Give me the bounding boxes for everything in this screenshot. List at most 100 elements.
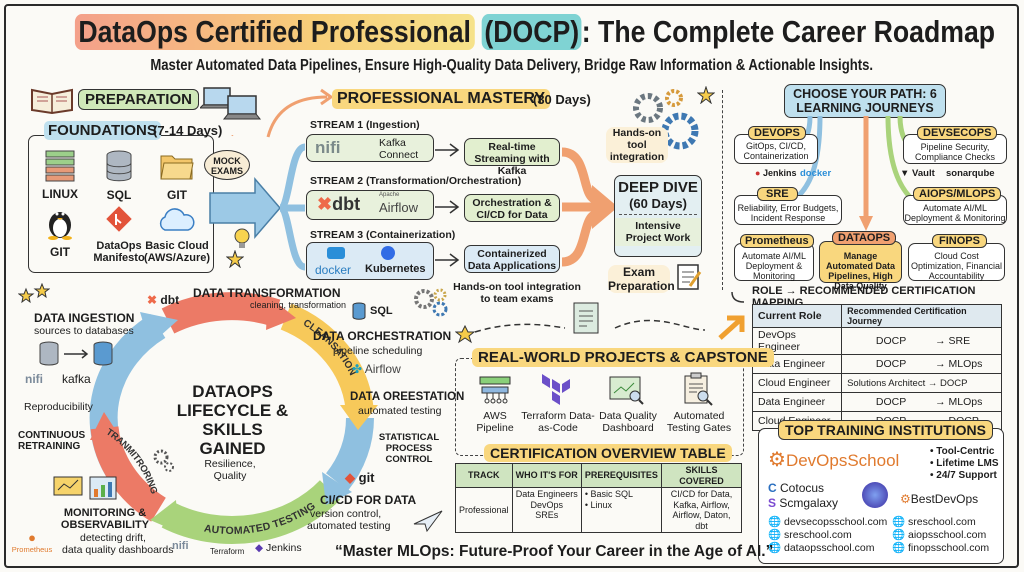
database-transfer-icon xyxy=(39,341,113,366)
project-label-testing: Automated Testing Gates xyxy=(666,410,732,434)
docker-logo: docker xyxy=(800,168,832,179)
cicd-title: CI/CD FOR DATA xyxy=(320,493,417,507)
arc-cleansation xyxy=(280,303,374,410)
site-link[interactable]: 🌐 finopsschool.com xyxy=(892,542,990,554)
kubernetes-logo: Kubernetes xyxy=(365,263,426,275)
path-card-prometheus[interactable]: Automate AI/ML Deployment & Monitoring xyxy=(734,243,814,281)
folder-icon xyxy=(160,155,194,180)
git-logo-lifecycle: ◆ git xyxy=(345,470,375,485)
dataops-path-arrow xyxy=(859,116,873,231)
monitoring-sub2: data quality dashboards xyxy=(62,544,174,556)
project-label-dashboard: Data Quality Dashboard xyxy=(599,410,657,434)
foundations-duration: (7-14 Days) xyxy=(153,123,223,138)
path-card-finops[interactable]: Cloud Cost Optimization, Financial Accou… xyxy=(908,243,1005,281)
lifecycle-ring: CLEANSATION AUTOMATED TESTING TRANMITROR… xyxy=(89,292,378,544)
arrowhead xyxy=(340,405,378,430)
gears-small-icon xyxy=(153,449,174,472)
paper-plane-icon xyxy=(413,510,443,532)
arrowhead xyxy=(266,296,296,330)
project-label-terraform: Terraform Data-as-Code xyxy=(521,410,595,434)
site-link[interactable]: 🌐 aiopsschool.com xyxy=(892,529,987,541)
jenkins-logo: ● Jenkins xyxy=(755,168,797,178)
footer-quote: “Master MLOps: Future-Proof Your Career … xyxy=(335,543,774,560)
handson-exam-note: Hands-on tool integration to team exams xyxy=(453,281,581,305)
path-name-prometheus: Prometheus xyxy=(740,234,814,248)
foundation-label-cloud: Basic Cloud (AWS/Azure) xyxy=(144,240,210,264)
devopsschool-logo: ⚙DevOpsSchool xyxy=(768,449,900,471)
foundation-label-manifesto: DataOps Manifesto xyxy=(93,240,145,264)
cotocus-logo: C Cotocus xyxy=(768,481,825,495)
ingestion-title: DATA INGESTION xyxy=(34,311,135,325)
path-name-devops: DEVOPS xyxy=(748,126,806,140)
path-name-finops: FINOPS xyxy=(932,234,987,248)
reproducibility-label: Reproducibility xyxy=(24,401,93,413)
continuous-retraining: CONTINUOUS RETRAINING xyxy=(18,430,86,452)
stream-2-tools: ✖dbt Apache Airflow xyxy=(306,190,434,220)
planet-logo-icon xyxy=(862,482,888,508)
arrowhead xyxy=(90,412,122,440)
cicd-sub2: automated testing xyxy=(307,520,391,532)
stream-3-outcome: Containerized Data Applications xyxy=(464,245,560,273)
stream-3-tools: docker Kubernetes xyxy=(306,242,434,280)
dbt-logo-lifecycle: ✖ dbt xyxy=(147,293,180,307)
exam-preparation: Exam Preparation xyxy=(608,265,675,293)
apache-label: Apache xyxy=(379,192,400,198)
site-link[interactable]: 🌐 devsecopsschool.com xyxy=(768,516,888,528)
deep-dive-detail: Intensive Project Work xyxy=(615,218,701,246)
institutions-title: TOP TRAINING INSTITUTIONS xyxy=(778,420,993,440)
page-subtitle: Master Automated Data Pipelines, Ensure … xyxy=(150,57,874,74)
institution-sites-right: 🌐 sreschool.com 🌐 aiopsschool.com 🌐 fino… xyxy=(892,516,989,555)
cert-table-title: CERTIFICATION OVERVIEW TABLE xyxy=(484,444,732,462)
linux-penguin-icon xyxy=(48,212,72,240)
deep-dive-handson: Hands-on tool integration xyxy=(606,127,668,163)
transformation-sub: cleaning, transformation xyxy=(250,300,347,310)
cloud-icon xyxy=(159,208,195,231)
star-icon xyxy=(697,86,715,104)
stream-2-title: STREAM 2 (Transformation/Orchestration) xyxy=(310,175,522,187)
sonarqube-logo: sonarqube xyxy=(946,168,995,179)
choose-path-title: CHOOSE YOUR PATH: 6 LEARNING JOURNEYS xyxy=(784,84,946,118)
orchestration-sub: pipeline scheduling xyxy=(333,345,423,357)
vault-logo: ▼ Vault xyxy=(900,168,935,179)
scmgalaxy-logo: S Scmgalaxy xyxy=(768,496,839,510)
site-link[interactable]: 🌐 dataopsschool.com xyxy=(768,542,875,554)
dashboard-icon xyxy=(609,376,644,405)
stars-icon xyxy=(18,283,50,304)
page-title: DataOps Certified Professional (DOCP): T… xyxy=(0,14,1024,50)
arrowhead xyxy=(140,312,178,345)
monitoring-sub1: detecting drift, xyxy=(80,532,146,544)
book-icon xyxy=(31,88,73,114)
arc-transformation xyxy=(161,292,281,334)
path-name-sre: SRE xyxy=(757,187,798,201)
document-icon xyxy=(573,302,599,334)
project-label-aws: AWS Pipeline xyxy=(476,410,514,434)
airflow-logo: Airflow xyxy=(379,200,419,215)
nifi-logo-bottom: nifi xyxy=(172,540,189,552)
site-link[interactable]: 🌐 sreschool.com xyxy=(892,516,976,528)
resilience-label: Resilience, Quality xyxy=(204,458,256,482)
path-name-aiops: AIOPS/MLOPS xyxy=(913,187,1002,201)
foundation-label-linux: LINUX xyxy=(42,187,78,201)
path-card-dataops[interactable]: Manage Automated Data Pipelines, High Da… xyxy=(819,241,902,291)
stream-3-title: STREAM 3 (Containerization) xyxy=(310,229,456,241)
sql-label: SQL xyxy=(370,305,393,317)
mastery-label: PROFESSIONAL MASTERY xyxy=(332,89,551,109)
stream-2-outcome: Orchestration & CI/CD for Data xyxy=(464,194,560,222)
cicd-sub1: version control, xyxy=(310,508,382,520)
airflow-logo-lifecycle: ✤ Airflow xyxy=(352,362,401,376)
gears-large-icon xyxy=(633,89,699,150)
path-name-devsecops: DEVSECOPS xyxy=(917,126,998,140)
oreestation-title: DATA OREESTATION xyxy=(350,391,465,403)
docker-logo: docker xyxy=(315,263,352,277)
deep-dive-title: DEEP DIVE xyxy=(618,179,698,196)
monitoring-dashboard-icon xyxy=(53,476,117,500)
site-link[interactable]: 🌐 sreschool.com xyxy=(768,529,852,541)
transformation-title: DATA TRANSFORMATION xyxy=(193,286,341,300)
deep-dive-box: DEEP DIVE (60 Days) Intensive Project Wo… xyxy=(614,175,702,257)
sql-database-icon xyxy=(352,302,366,320)
page-frame xyxy=(4,4,1019,568)
bestdevops-logo: ⚙BestDevOps xyxy=(900,492,979,506)
